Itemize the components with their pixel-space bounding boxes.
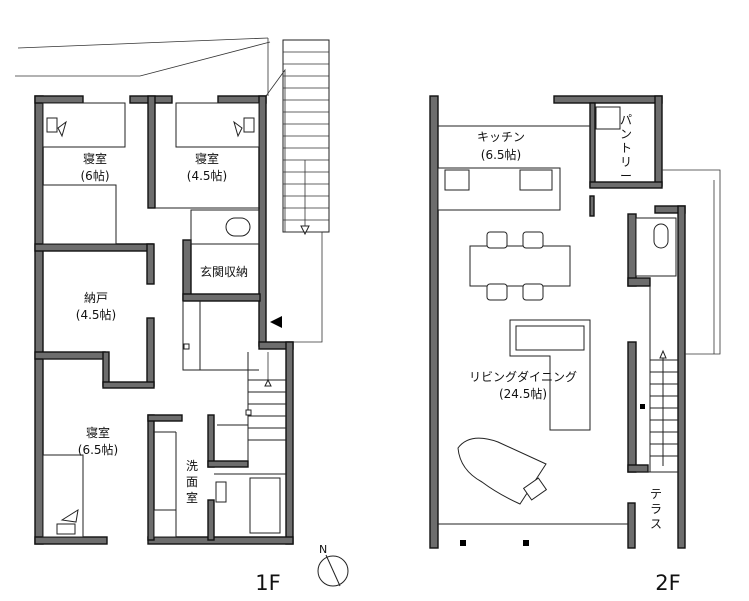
closet — [42, 184, 117, 245]
room-size-bedroom-a: (6帖) — [81, 168, 110, 183]
toilet — [653, 223, 669, 249]
second-floor-partitions — [438, 125, 721, 525]
second-floor-fixtures — [437, 106, 645, 546]
room-name-pantry-char-3: ト — [620, 141, 632, 155]
bathtub — [249, 477, 281, 534]
north-compass-icon: N — [317, 543, 349, 587]
room-name-terrace-char-2: ラ — [650, 502, 662, 516]
room-name-bedroom-b: 寝室 — [195, 151, 219, 166]
entrance-arrow — [270, 316, 282, 328]
room-size-storeroom: (4.5帖) — [76, 307, 116, 322]
first-floor-fixtures — [42, 102, 282, 538]
dining-table — [469, 245, 571, 287]
room-name-terrace-char-3: ス — [650, 517, 662, 531]
room-name-entrance-storage: 玄関収納 — [200, 264, 248, 279]
floor-label-1f: 1F — [255, 571, 280, 595]
first-floor-walls — [34, 95, 294, 545]
first-floor-labels: 寝室 (6帖) 寝室 (4.5帖) 納戸 (4.5帖) 寝室 (6.5帖) 玄関… — [76, 151, 248, 505]
room-name-pantry-char-2: ン — [620, 127, 632, 141]
room-name-bedroom-c: 寝室 — [86, 425, 110, 440]
bed — [42, 454, 84, 538]
toilet — [225, 217, 251, 237]
room-size-kitchen: (6.5帖) — [481, 147, 521, 162]
second-floor-labels: キッチン (6.5帖) パ ン ト リ ー リビングダイニング (24.5帖) … — [469, 113, 662, 531]
room-name-pantry-char-1: パ — [620, 113, 632, 127]
room-name-bedroom-a: 寝室 — [83, 151, 107, 166]
room-size-bedroom-b: (4.5帖) — [187, 168, 227, 183]
exterior-stair — [265, 39, 330, 343]
room-name-pantry-char-5: ー — [620, 169, 632, 183]
site-lines — [15, 37, 271, 96]
room-name-washroom-char-1: 洗 — [186, 459, 198, 473]
first-floor-plan: 寝室 (6帖) 寝室 (4.5帖) 納戸 (4.5帖) 寝室 (6.5帖) 玄関… — [15, 37, 349, 595]
room-size-living: (24.5帖) — [499, 386, 547, 401]
compass-label: N — [319, 543, 327, 556]
floor-label-2f: 2F — [655, 571, 680, 595]
room-name-terrace-char-1: テ — [650, 487, 662, 501]
room-name-pantry-char-4: リ — [620, 155, 632, 169]
room-size-bedroom-c: (6.5帖) — [78, 442, 118, 457]
room-name-kitchen: キッチン — [477, 130, 525, 144]
room-name-washroom-char-3: 室 — [186, 490, 198, 505]
room-name-washroom-char-2: 面 — [186, 475, 198, 489]
second-floor-plan: キッチン (6.5帖) パ ン ト リ ー リビングダイニング (24.5帖) … — [429, 95, 721, 595]
room-name-living: リビングダイニング — [469, 369, 577, 384]
second-floor-walls — [429, 95, 686, 549]
room-name-storeroom: 納戸 — [84, 291, 108, 305]
